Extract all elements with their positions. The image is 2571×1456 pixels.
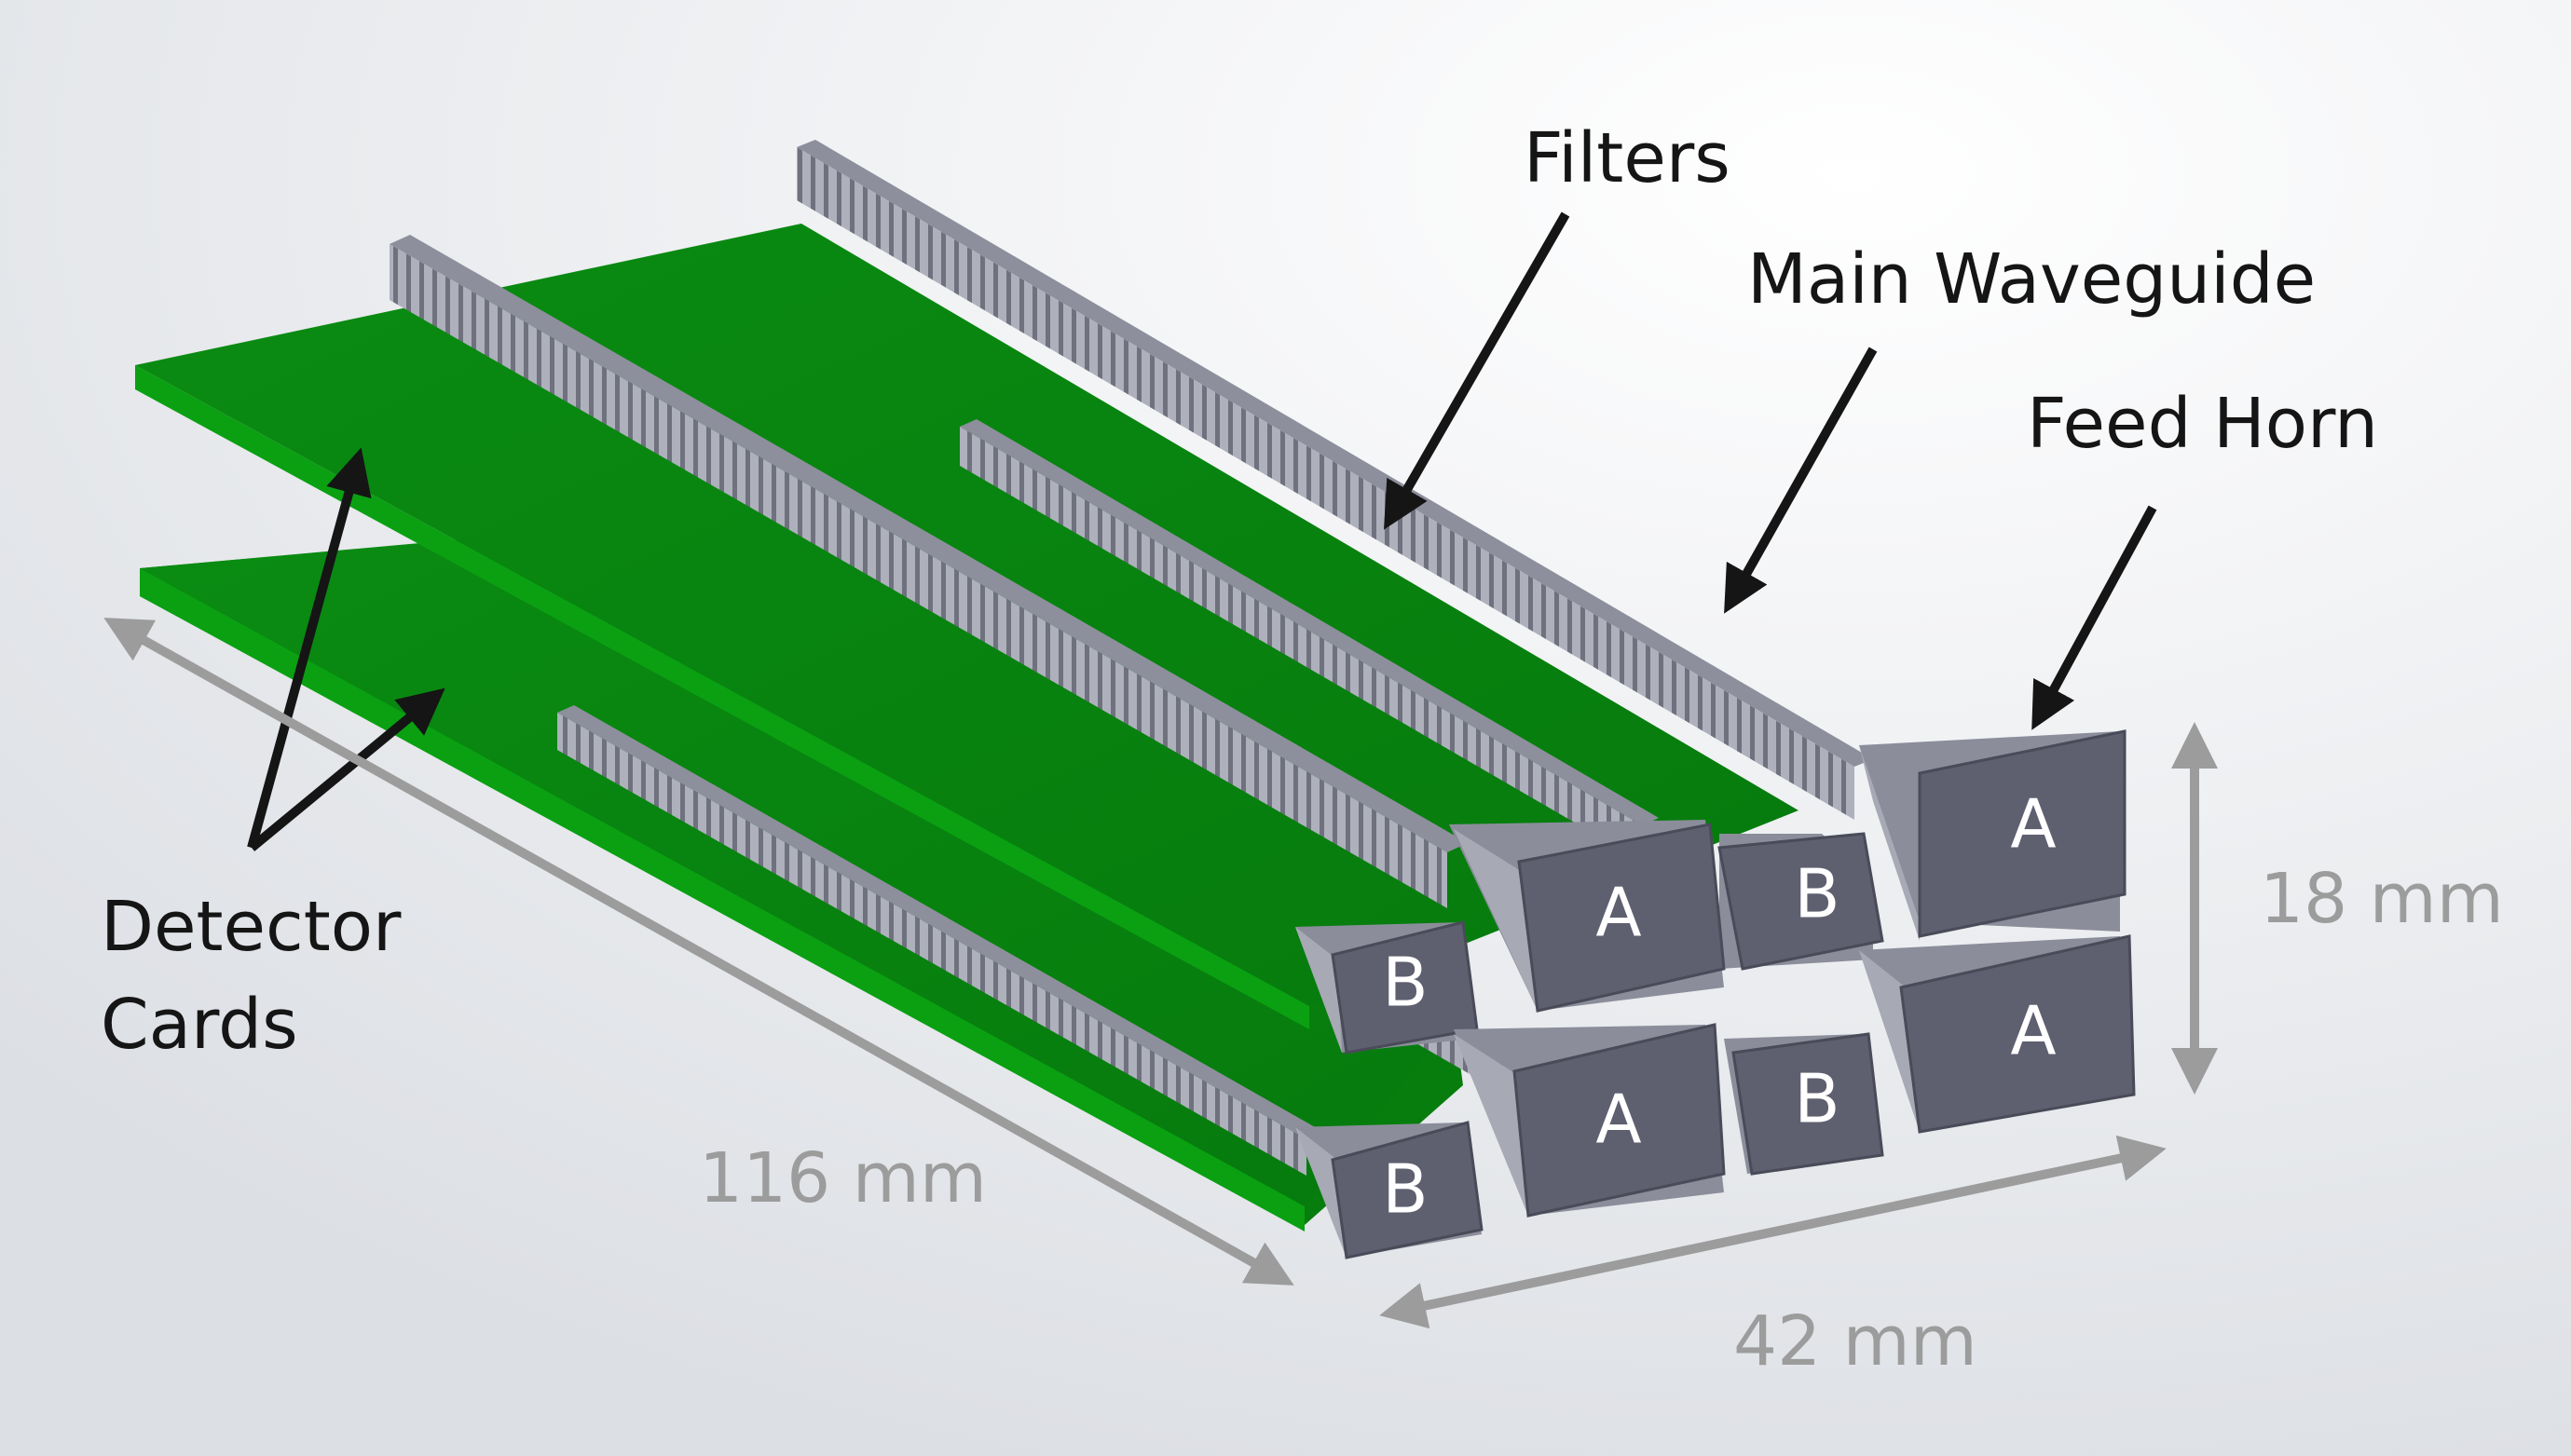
feed-horn-upper-center: A [1449,820,1726,1013]
feed-horn-arrow [2031,505,2157,730]
main-waveguide-label: Main Waveguide [1747,239,2316,320]
feed-horn-lower-middle-b: B [1724,1032,1884,1176]
feed-horn-upper-middle-b: B [1717,832,1884,971]
horn-label-b: B [1382,944,1428,1022]
upper-middle-waveguide [960,419,1659,862]
feed-horn-label: Feed Horn [2027,384,2378,464]
feed-horn-upper-left-b: B [1295,920,1479,1055]
horn-label-a: A [2010,992,2056,1070]
horn-label-a: A [2010,785,2056,864]
horn-label-b: B [1794,855,1839,933]
length-dimension-arrow [103,618,1294,1286]
dimension-arrows [103,618,2218,1329]
feed-horn-lower-right: A [1859,934,2136,1134]
width-dimension-label: 42 mm [1733,1301,1977,1381]
main-waveguide-arrow [1724,347,1878,614]
height-dimension-label: 18 mm [2260,859,2504,939]
filters-label: Filters [1524,118,1730,198]
upper-rear-waveguide [797,140,1873,820]
length-dimension-label: 116 mm [699,1138,987,1218]
horn-label-b: B [1794,1060,1839,1138]
detector-cards-label-line2: Cards [101,985,298,1065]
horn-label-a: A [1595,1081,1641,1159]
horn-label-b: B [1382,1150,1428,1229]
detector-cards-label-line1: Detector [101,887,402,967]
filters-arrow [1384,211,1570,530]
feed-horn-upper-right: A [1859,729,2127,941]
horn-label-a: A [1595,874,1641,952]
width-dimension-arrow [1379,1135,2167,1329]
